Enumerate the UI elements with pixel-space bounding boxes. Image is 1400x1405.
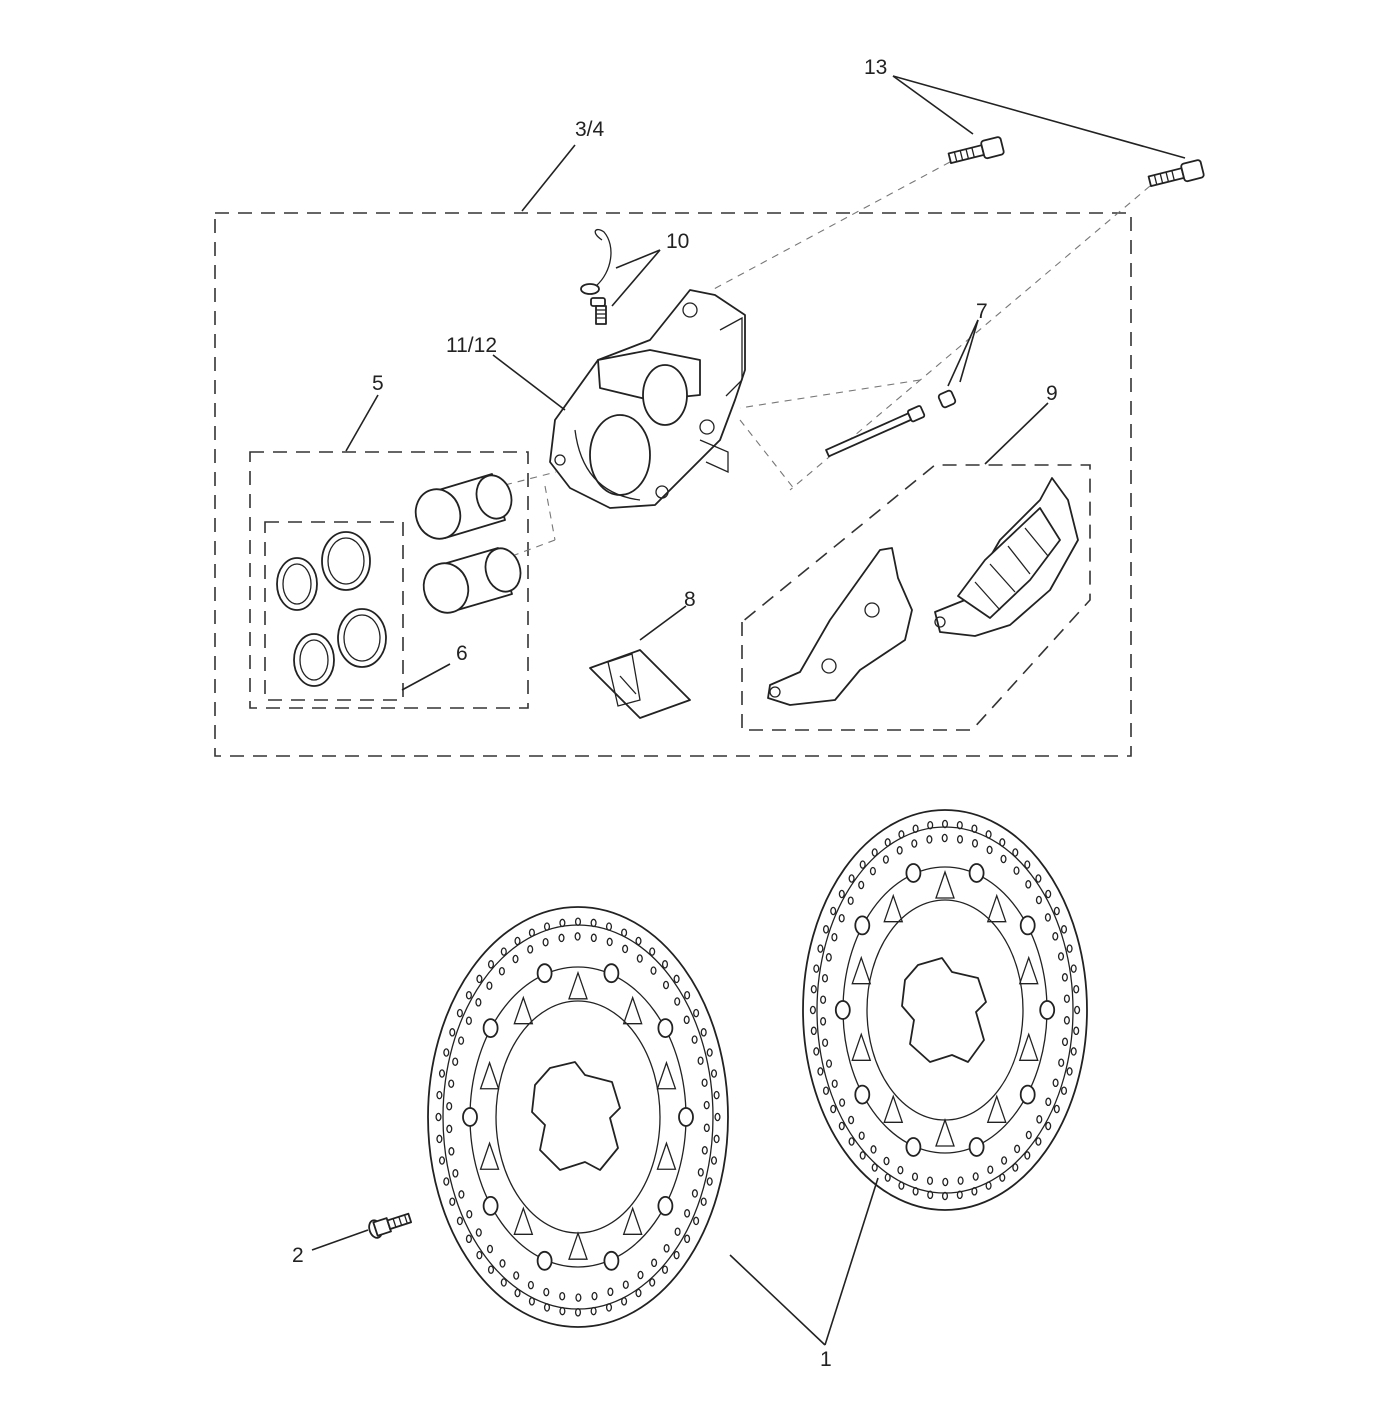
label-2: 2 bbox=[292, 1244, 304, 1267]
seal-set bbox=[276, 531, 387, 687]
label-7: 7 bbox=[976, 300, 988, 323]
label-1: 1 bbox=[820, 1348, 832, 1371]
pin-and-plug bbox=[825, 389, 957, 458]
brake-disc-1 bbox=[427, 906, 729, 1328]
label-11-12: 11/12 bbox=[446, 334, 497, 357]
label-3-4: 3/4 bbox=[575, 118, 605, 141]
spring-clip bbox=[589, 649, 691, 719]
piston-group-box bbox=[249, 451, 529, 709]
leader-lines bbox=[311, 75, 1186, 1346]
brake-disc-2 bbox=[802, 809, 1088, 1211]
piston-2 bbox=[422, 547, 522, 614]
label-6: 6 bbox=[456, 642, 468, 665]
label-9: 9 bbox=[1046, 382, 1058, 405]
mount-bolt-2 bbox=[1147, 159, 1205, 188]
pad-group-box bbox=[741, 464, 1091, 731]
label-8: 8 bbox=[684, 588, 696, 611]
caliper-body bbox=[549, 289, 746, 509]
mount-bolt-1 bbox=[947, 136, 1005, 165]
bleed-valve bbox=[580, 228, 612, 325]
seal-group-box bbox=[264, 521, 404, 701]
disc-bolt bbox=[368, 1212, 413, 1239]
brake-pad-front bbox=[934, 477, 1079, 637]
label-13: 13 bbox=[864, 56, 887, 79]
label-5: 5 bbox=[372, 372, 384, 395]
brake-pad-back bbox=[767, 547, 913, 706]
disc-vent-holes bbox=[435, 819, 1081, 1317]
caliper-assembly-box bbox=[214, 212, 1132, 757]
label-10: 10 bbox=[666, 230, 689, 253]
piston-1 bbox=[414, 473, 513, 540]
callout-labels: 13 3/4 10 11/12 7 5 9 8 6 2 1 bbox=[292, 56, 1058, 1371]
